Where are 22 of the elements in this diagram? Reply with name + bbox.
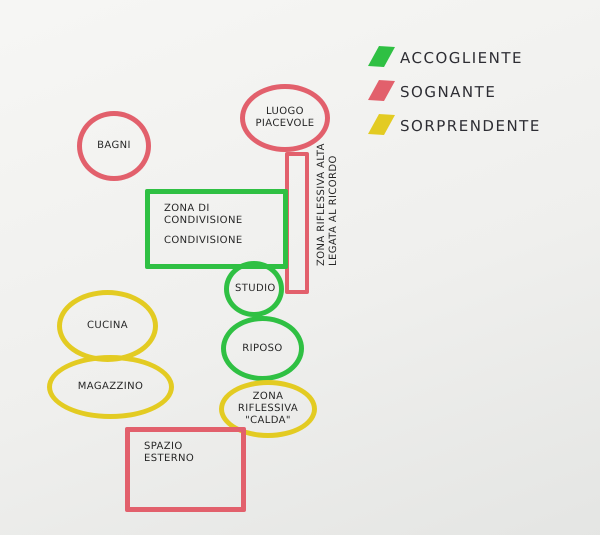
room-label: BAGNI (97, 140, 131, 152)
room-ellipse (57, 290, 158, 362)
legend-label: SOGNANTE (400, 83, 496, 102)
room-ellipse (77, 111, 151, 181)
room-rectangle (125, 427, 246, 512)
legend-label: ACCOGLIENTE (400, 49, 523, 68)
room-label: SPAZIO ESTERNO (144, 441, 196, 465)
room-ellipse (221, 316, 304, 381)
room-label: CUCINA (87, 320, 128, 332)
room-label: CONDIVISIONE (164, 235, 243, 247)
room-label: RIPOSO (242, 342, 283, 354)
room-rectangle (145, 189, 288, 269)
room-label: STUDIO (235, 283, 273, 295)
room-label: ZONA RIFLESSIVA "CALDA" (236, 391, 300, 427)
legend-label: SORPRENDENTE (400, 117, 541, 136)
room-label: MAGAZZINO (78, 381, 144, 393)
zone-label: ZONA RIFLESSIVA ALTA LEGATA AL RICORDO (316, 142, 340, 266)
room-ellipse (219, 380, 317, 438)
room-ellipse (47, 355, 174, 419)
room-label: ZONA DI CONDIVISIONE (164, 203, 244, 227)
room-label: LUOGO PIACEVOLE (254, 106, 316, 130)
room-ellipse (224, 261, 284, 317)
